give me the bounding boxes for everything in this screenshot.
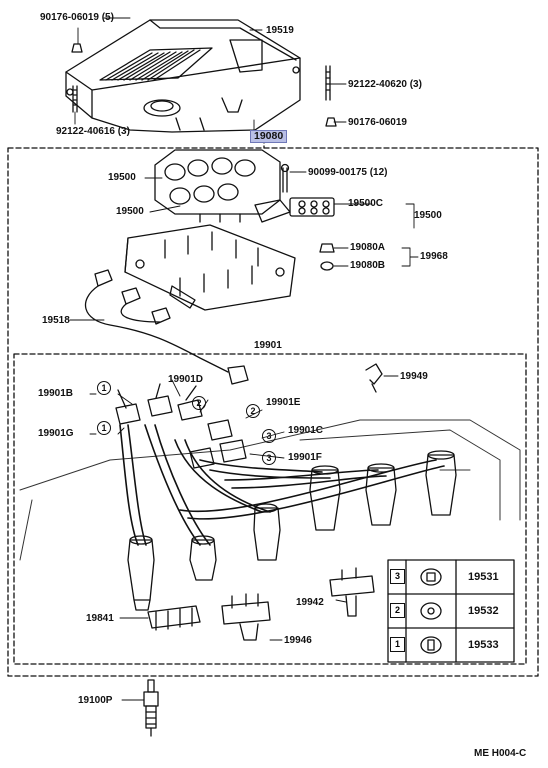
- legend-row-1-number: 3: [390, 569, 405, 584]
- engine-cover-drawing: [65, 19, 301, 133]
- wire-clamps-drawing: [147, 567, 375, 641]
- label-19500-upper: 19500: [108, 172, 136, 183]
- label-90176-06019: 90176-06019: [348, 117, 407, 128]
- circled-number-1: 1: [97, 381, 111, 395]
- label-19518: 19518: [42, 315, 70, 326]
- circled-number-2: 2: [246, 404, 260, 418]
- circled-num-e: 2: [246, 404, 261, 418]
- circled-num-g: 1: [97, 421, 112, 435]
- label-19901B: 19901B: [38, 388, 74, 399]
- clip-drawing: [365, 363, 383, 393]
- label-19901E: 19901E: [266, 397, 301, 408]
- label-19901: 19901: [254, 340, 282, 351]
- circled-number-3: 3: [262, 451, 276, 465]
- circled-num-f: 3: [262, 451, 277, 465]
- label-19901F: 19901F: [288, 452, 322, 463]
- wire-connectors-drawing: [115, 383, 247, 469]
- circled-num-c: 3: [262, 429, 277, 443]
- circled-number-3: 3: [262, 429, 276, 443]
- label-19519: 19519: [266, 25, 294, 36]
- label-19901C: 19901C: [288, 425, 324, 436]
- label-90099-00175: 90099-00175 (12): [308, 167, 388, 178]
- legend-row-2-number: 2: [390, 603, 405, 618]
- legend-row-3-part: 19533: [468, 639, 499, 651]
- label-19968: 19968: [420, 251, 448, 262]
- label-19901D: 19901D: [168, 374, 204, 385]
- label-90176-06019-5: 90176-06019 (5): [40, 12, 114, 23]
- label-92122-40616: 92122-40616 (3): [56, 126, 130, 137]
- spark-plug-drawing: [143, 679, 159, 737]
- label-19100P: 19100P: [78, 695, 113, 706]
- label-92122-40620: 92122-40620 (3): [348, 79, 422, 90]
- label-19942: 19942: [296, 597, 324, 608]
- coil-bracket-drawing: [124, 224, 296, 311]
- plug-boots-drawing: [127, 450, 457, 611]
- label-19500C: 19500C: [348, 198, 384, 209]
- circled-num-d: 2: [192, 396, 207, 410]
- diagram-code: ME H004-C: [474, 748, 527, 759]
- label-19500-assy: 19500: [414, 210, 442, 221]
- circled-number-2: 2: [192, 396, 206, 410]
- bolts-drawing: [71, 43, 337, 271]
- label-19949: 19949: [400, 371, 428, 382]
- label-19841: 19841: [86, 613, 114, 624]
- label-19901G: 19901G: [38, 428, 74, 439]
- circled-num-b: 1: [97, 381, 112, 395]
- ignition-coil-drawing: [154, 149, 335, 223]
- legend-row-3-number: 1: [390, 637, 405, 652]
- legend-row-1-part: 19531: [468, 571, 499, 583]
- legend-table-frame: [387, 559, 515, 663]
- label-19080-highlighted: 19080: [250, 130, 288, 143]
- label-19080B: 19080B: [350, 260, 386, 271]
- label-19500-lower: 19500: [116, 206, 144, 217]
- circled-number-1: 1: [97, 421, 111, 435]
- sub-harness-drawing: [84, 269, 249, 385]
- label-19946: 19946: [284, 635, 312, 646]
- legend-row-2-part: 19532: [468, 605, 499, 617]
- label-19080A: 19080A: [350, 242, 386, 253]
